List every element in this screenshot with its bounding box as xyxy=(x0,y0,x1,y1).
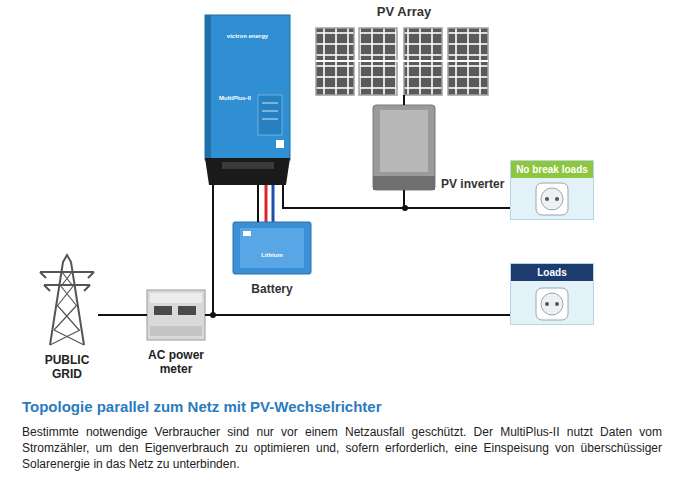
qr-mark xyxy=(276,140,284,148)
socket-hole xyxy=(555,197,559,201)
node-label: victron energy xyxy=(205,33,290,40)
inverter-front xyxy=(380,110,428,172)
terminal-block xyxy=(222,162,274,169)
battery-body xyxy=(233,222,311,274)
pv-array: PV Array xyxy=(315,4,493,95)
wire xyxy=(403,95,405,105)
pylon-arms xyxy=(40,272,94,291)
load-panel: No break loads xyxy=(510,160,594,220)
load-panel: Loads xyxy=(510,263,594,325)
panel-header: Loads xyxy=(511,264,593,281)
panel-mark xyxy=(262,103,278,104)
control-panel xyxy=(258,95,282,135)
wire xyxy=(257,185,259,222)
panel-mark xyxy=(262,119,278,120)
inverter-charger: victron energyMultiPlus-II xyxy=(205,15,290,185)
node-label: PUBLIC GRID xyxy=(36,353,98,382)
node-label: PV inverter xyxy=(441,177,504,191)
battery: LithiumBattery xyxy=(233,222,311,274)
inverter-body xyxy=(373,105,435,190)
socket-hole xyxy=(545,302,549,306)
device-base xyxy=(205,158,290,185)
socket-plate xyxy=(536,183,568,215)
node-label: PV Array xyxy=(315,4,493,20)
socket-hole xyxy=(555,302,559,306)
socket-well xyxy=(541,188,563,210)
meter-terminals xyxy=(150,326,202,336)
power-meter xyxy=(147,290,205,340)
diagram-title: Topologie parallel zum Netz mit PV-Wechs… xyxy=(22,398,382,415)
battery-cable-positive xyxy=(265,185,268,222)
wire xyxy=(205,314,510,316)
meter-body xyxy=(147,290,205,340)
multiplus-device xyxy=(205,15,290,185)
socket-hole xyxy=(545,197,549,201)
public-grid: PUBLIC GRID xyxy=(36,255,98,347)
node-label: Battery xyxy=(233,282,311,296)
diagram-caption: Bestimmte notwendige Verbraucher sind nu… xyxy=(22,424,662,472)
node-label: MultiPlus-II xyxy=(219,95,279,102)
node-label: AC power meter xyxy=(141,348,211,377)
inverter-base xyxy=(373,176,435,190)
panel-header: No break loads xyxy=(511,161,593,178)
socket-icon xyxy=(532,286,572,322)
pv-panels xyxy=(316,28,488,95)
wire xyxy=(404,190,510,208)
wire xyxy=(98,314,147,316)
panel-gap xyxy=(316,60,488,62)
battery-cable-negative xyxy=(272,185,275,222)
meter-window xyxy=(154,306,172,315)
pylon-legs xyxy=(50,255,84,345)
battery-device xyxy=(233,222,311,274)
pv-inverter: PV inverter xyxy=(373,105,435,190)
pylon-lattice xyxy=(50,272,84,345)
pv-inverter-device xyxy=(373,105,435,190)
socket-plate xyxy=(536,288,568,320)
device-side xyxy=(205,15,211,160)
node-label: Lithium xyxy=(233,252,311,259)
battery-logo xyxy=(243,231,251,236)
meter-window xyxy=(178,306,196,315)
socket-well xyxy=(541,293,563,315)
power-meter: AC power meter xyxy=(147,290,205,340)
battery-face xyxy=(240,228,304,268)
pylon xyxy=(40,255,94,345)
panel-mark xyxy=(262,111,278,112)
socket-icon xyxy=(532,181,572,217)
device-body xyxy=(205,15,290,160)
meter-top xyxy=(150,293,202,303)
wire xyxy=(205,185,213,315)
